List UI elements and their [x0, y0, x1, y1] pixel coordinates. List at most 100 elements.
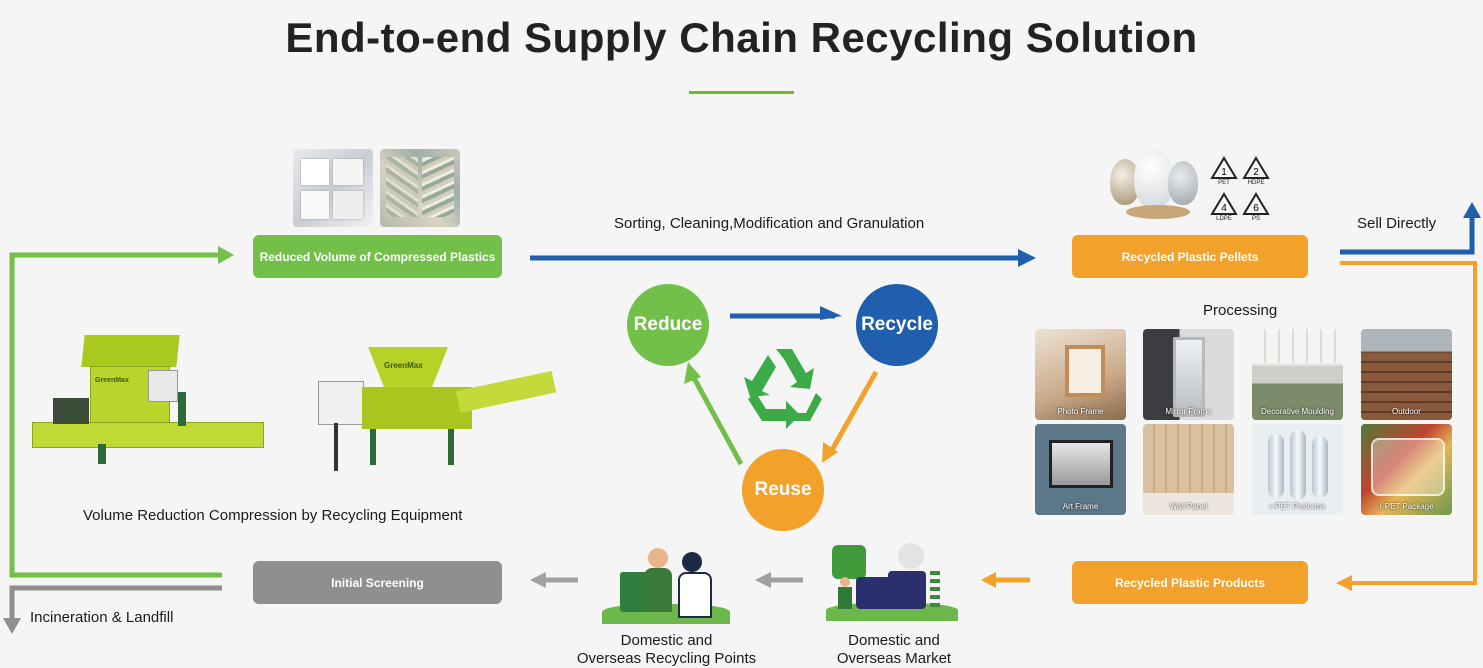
- outdoor-image: Outdoor: [1361, 329, 1452, 420]
- person-head: [648, 548, 668, 568]
- machine-chute: [455, 370, 557, 413]
- recycle-triangle-icon: 6: [1242, 192, 1270, 215]
- recycle-reuse-arrow: [829, 370, 879, 452]
- rpet-preforms-caption: r-PET Preforms: [1269, 502, 1326, 511]
- market-label-line2: Overseas Market: [836, 650, 952, 667]
- control-panel: [148, 370, 178, 402]
- resin-code-name: PET: [1218, 180, 1230, 186]
- pellets-node: Recycled Plastic Pellets: [1072, 235, 1308, 278]
- machine-conveyor: [32, 422, 264, 448]
- market-label: Domestic and Overseas Market: [818, 632, 970, 668]
- recycling-points-image: [602, 542, 730, 624]
- puzzle-piece-icon: [832, 545, 866, 579]
- resin-code-ps: 6 PS: [1242, 192, 1270, 222]
- compressed-mixed-image: [380, 149, 460, 227]
- green-loop-arrow: [9, 252, 222, 578]
- machine-brand: GreenMax: [384, 361, 423, 370]
- ladder-icon: [930, 571, 940, 611]
- market-label-line1: Domestic and: [848, 632, 940, 649]
- reuse-reduce-arrowhead: [684, 362, 701, 384]
- points-arrowhead: [755, 572, 771, 588]
- incineration-label: Incineration & Landfill: [30, 609, 174, 626]
- person-head: [682, 552, 702, 572]
- photo-frame-image: Photo Frame: [1035, 329, 1126, 420]
- person-body: [838, 587, 852, 609]
- compressed-plastics-node: Reduced Volume of Compressed Plastics: [253, 235, 502, 278]
- person-body: [644, 568, 672, 612]
- outdoor-caption: Outdoor: [1392, 407, 1421, 416]
- sell-directly-arrow: [1340, 215, 1475, 255]
- orange-loop-arrowhead: [1336, 575, 1352, 591]
- recycling-symbol-icon: [744, 349, 822, 429]
- recycling-points-label-line1: Domestic and: [620, 632, 713, 649]
- reduce-recycle-arrowhead: [820, 306, 842, 320]
- machine-hopper: [368, 347, 448, 387]
- machine-motor: [53, 398, 89, 424]
- mirror-frame-image: Mirror Frame: [1143, 329, 1234, 420]
- resin-code-num: 1: [1221, 167, 1227, 178]
- machine-leg: [178, 392, 186, 426]
- incineration-arrowhead: [3, 618, 21, 634]
- melter-machine-image: GreenMax: [298, 345, 560, 475]
- recycle-triangle-icon: 1: [1210, 156, 1238, 179]
- machine-brand: GreenMax: [95, 377, 129, 384]
- resin-code-name: PS: [1251, 216, 1260, 222]
- reuse-circle: Reuse: [742, 449, 824, 531]
- rpet-preforms-image: r-PET Preforms: [1252, 424, 1343, 515]
- wall-panel-image: Wall Panel: [1143, 424, 1234, 515]
- machine-leg: [98, 444, 106, 464]
- page-title: End-to-end Supply Chain Recycling Soluti…: [285, 14, 1198, 61]
- pellets-image: [1108, 147, 1204, 225]
- resin-code-num: 4: [1221, 203, 1227, 214]
- rpet-package-caption: r-PET Package: [1379, 502, 1434, 511]
- recycling-points-label: Domestic and Overseas Recycling Points: [564, 632, 769, 668]
- rpet-package-image: r-PET Package: [1361, 424, 1452, 515]
- decorative-moulding-image: Decorative Moulding: [1252, 329, 1343, 420]
- machine-body: [362, 387, 472, 429]
- processing-label: Processing: [1203, 302, 1278, 319]
- green-loop-arrowhead: [218, 246, 234, 264]
- compressed-white-image: [293, 149, 373, 227]
- sell-directly-label: Sell Directly: [1357, 215, 1437, 232]
- compactor-machine-image: GreenMax: [28, 330, 268, 470]
- machine-leg: [448, 429, 454, 465]
- art-frame-caption: Art Frame: [1062, 502, 1099, 511]
- resin-code-name: LDPE: [1216, 216, 1232, 222]
- resin-code-num: 6: [1253, 203, 1259, 214]
- products-node: Recycled Plastic Products: [1072, 561, 1308, 604]
- sorting-label: Sorting, Cleaning,Modification and Granu…: [614, 215, 925, 232]
- title-underline: [689, 91, 794, 94]
- recycling-points-label-line2: Overseas Recycling Points: [576, 650, 757, 667]
- resin-code-num: 2: [1253, 167, 1259, 178]
- recycle-reuse-arrowhead: [822, 442, 838, 463]
- person-head: [840, 577, 850, 587]
- equipment-label: Volume Reduction Compression by Recyclin…: [83, 507, 463, 524]
- machine-leg: [370, 429, 376, 465]
- resin-codes: 1 PET 2 HDPE 4 LDPE 6 PS: [1210, 156, 1272, 230]
- recycle-triangle-icon: 4: [1210, 192, 1238, 215]
- screening-arrowhead: [530, 572, 546, 588]
- resin-code-ldpe: 4 LDPE: [1210, 192, 1238, 222]
- sell-directly-arrowhead: [1463, 202, 1481, 218]
- reduce-circle: Reduce: [627, 284, 709, 366]
- decorative-moulding-caption: Decorative Moulding: [1261, 407, 1334, 416]
- recycle-circle: Recycle: [856, 284, 938, 366]
- incineration-arrow: [9, 585, 222, 620]
- granulation-arrowhead: [1018, 249, 1036, 267]
- market-arrowhead: [981, 572, 996, 588]
- resin-code-pet: 1 PET: [1210, 156, 1238, 186]
- resin-code-name: HDPE: [1247, 180, 1265, 186]
- resin-code-hdpe: 2 HDPE: [1242, 156, 1270, 186]
- panel-stand: [334, 423, 338, 471]
- reuse-reduce-arrow: [691, 376, 744, 466]
- machine-hopper: [81, 335, 180, 367]
- person-body: [678, 572, 712, 618]
- recycle-triangle-icon: 2: [1242, 156, 1270, 179]
- control-panel: [318, 381, 364, 425]
- wall-panel-caption: Wall Panel: [1169, 502, 1208, 511]
- screening-node: Initial Screening: [253, 561, 502, 604]
- gear-icon: [898, 543, 924, 569]
- art-frame-image: Art Frame: [1035, 424, 1126, 515]
- orange-loop-arrow: [1340, 261, 1477, 585]
